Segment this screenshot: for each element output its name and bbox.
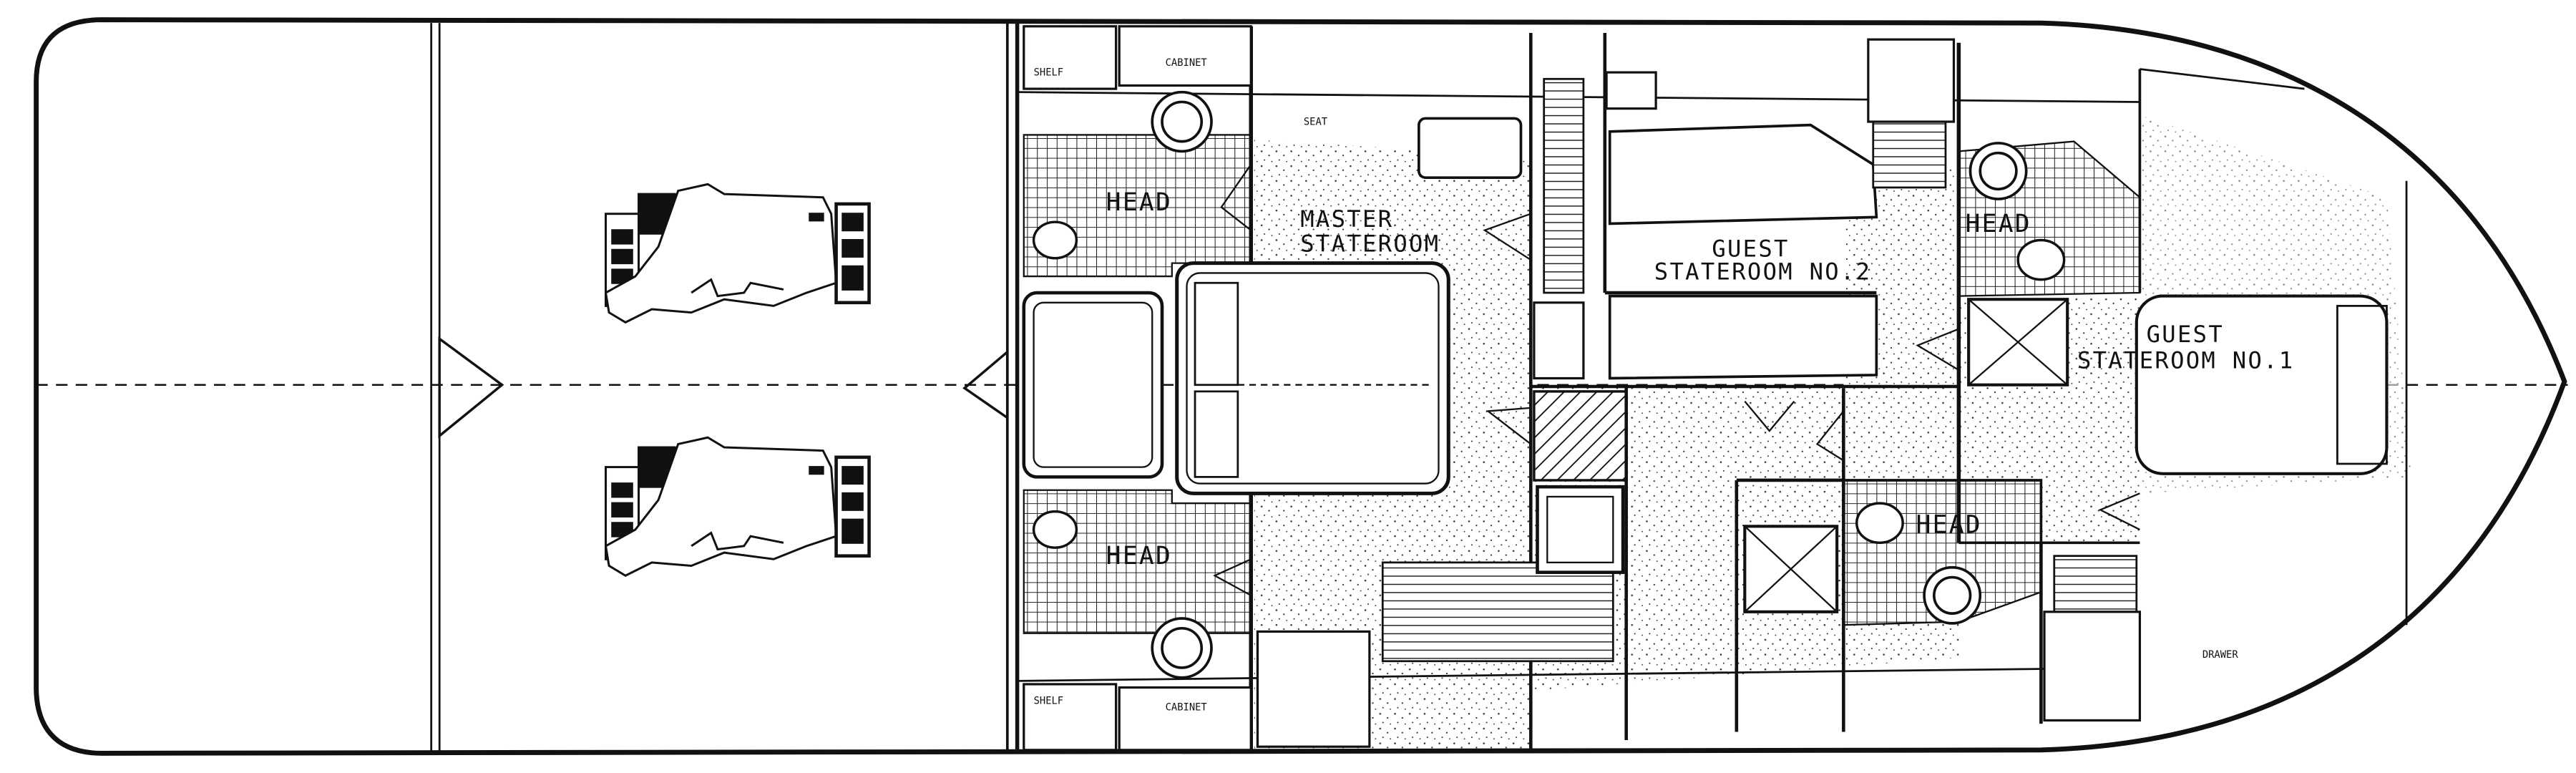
toilet-fixtures <box>1032 220 2066 549</box>
label-cabinet-1: CABINET <box>1166 57 1207 69</box>
label-head-master-top: HEAD <box>1106 188 1172 217</box>
label-head-master-bottom: HEAD <box>1106 542 1172 570</box>
label-cabinet-2: CABINET <box>1166 702 1207 714</box>
label-head-guest1: HEAD <box>1966 210 2031 238</box>
master-vanity <box>1022 291 1164 479</box>
lockers <box>1023 25 2142 752</box>
label-master-stateroom-line2: STATEROOM <box>1300 230 1440 258</box>
stairways <box>1381 77 2138 663</box>
master-bed <box>1175 261 1450 495</box>
label-guest2-line1: GUEST <box>1712 235 1789 262</box>
guest-berths-2 <box>1608 123 1878 380</box>
label-drawer-1: DRAWER <box>2202 649 2239 661</box>
hatch-triangle-aft <box>438 336 504 439</box>
shower-stalls <box>1743 298 2069 613</box>
label-guest1-line2: STATEROOM NO.1 <box>2077 347 2295 374</box>
engine-port <box>604 183 871 324</box>
guest2-cabinet <box>1418 117 1523 180</box>
hatch-triangle-fwd <box>962 349 1009 420</box>
engine-starboard <box>604 436 871 577</box>
label-seat-1: SEAT <box>1304 117 1327 128</box>
engine-room <box>430 23 1020 752</box>
label-shelf-1: SHELF <box>1034 67 1064 79</box>
door-swings <box>1213 164 2140 596</box>
label-guest1-line1: GUEST <box>2147 321 2224 348</box>
label-head-guest2: HEAD <box>1916 511 1982 540</box>
sink-fixtures <box>1151 90 2028 679</box>
label-guest2-line2: STATEROOM NO.2 <box>1654 258 1872 286</box>
companionway <box>1536 485 1625 574</box>
label-master-stateroom-line1: MASTER <box>1300 205 1393 233</box>
label-shelf-2: SHELF <box>1034 695 1064 706</box>
